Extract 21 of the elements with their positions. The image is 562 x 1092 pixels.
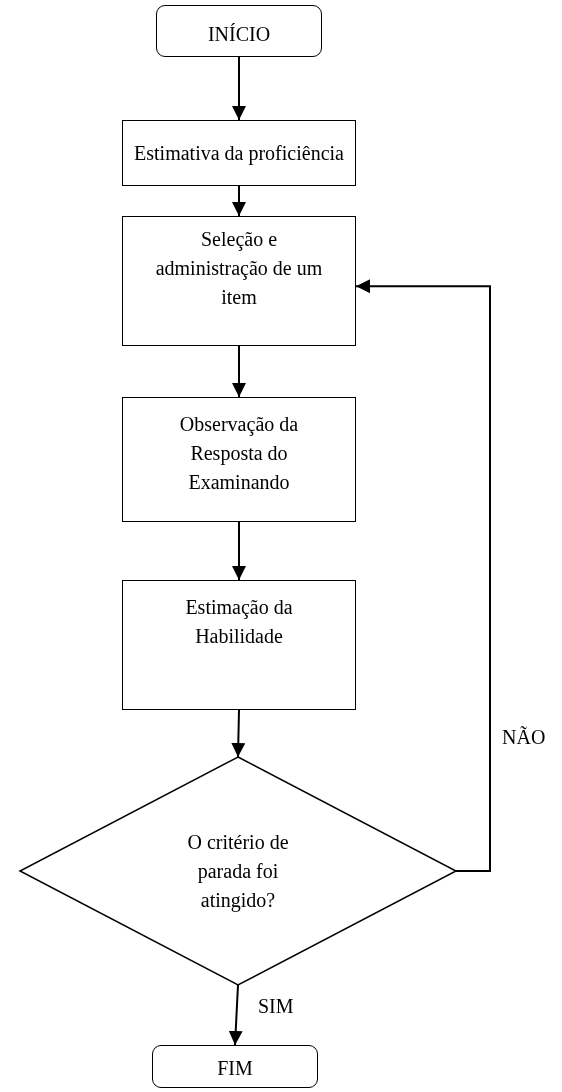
node-label: Estimativa da proficiência [134, 141, 344, 167]
arrow [228, 984, 243, 1046]
arrow [232, 345, 246, 398]
process-box [122, 120, 356, 186]
node-label: Seleção e administração de um item [154, 227, 324, 310]
decision-diamond [18, 756, 458, 986]
process-box [122, 397, 356, 522]
arrow [355, 279, 491, 872]
node-label: Observação da Resposta do Examinando [178, 412, 300, 495]
process-box [122, 216, 356, 346]
node-label: O critério de parada foi atingido? [186, 829, 290, 914]
arrow [231, 709, 246, 758]
terminal-box [152, 1045, 318, 1088]
arrow [232, 185, 246, 217]
node-label: INÍCIO [207, 22, 271, 47]
arrow [232, 521, 246, 581]
node-label: Estimação da Habilidade [184, 595, 294, 649]
arrow [232, 56, 246, 121]
terminal-box [156, 5, 322, 57]
process-box [122, 580, 356, 710]
node-label: FIM [217, 1056, 253, 1081]
